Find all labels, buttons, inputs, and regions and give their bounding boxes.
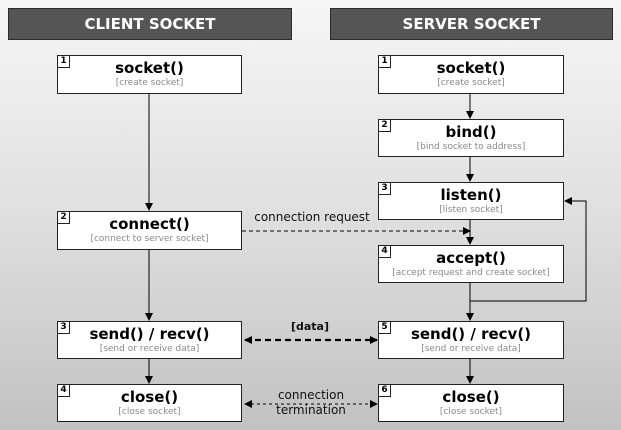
- step-number: 4: [57, 384, 70, 397]
- function-description: [bind socket to address]: [416, 142, 526, 152]
- function-name: accept(): [436, 249, 506, 267]
- function-description: [send or receive data]: [99, 344, 200, 354]
- function-description: [accept request and create socket]: [392, 268, 550, 278]
- client-socket-header: CLIENT SOCKET: [8, 8, 292, 40]
- step-number: 2: [378, 119, 391, 132]
- server-socket-header: SERVER SOCKET: [330, 8, 613, 40]
- termination-label-line1: connection: [277, 388, 345, 402]
- function-description: [listen socket]: [439, 205, 503, 215]
- function-description: [close socket]: [118, 407, 181, 417]
- step-number: 5: [378, 321, 391, 334]
- client-socket-box: 1 socket() [create socket]: [57, 55, 242, 94]
- function-name: close(): [120, 388, 179, 406]
- server-socket-box: 1 socket() [create socket]: [378, 55, 564, 94]
- function-description: [create socket]: [437, 78, 505, 88]
- server-send-recv-box: 5 send() / recv() [send or receive data]: [378, 321, 564, 359]
- function-description: [close socket]: [439, 407, 503, 417]
- client-connect-box: 2 connect() [connect to server socket]: [57, 211, 242, 250]
- client-send-recv-box: 3 send() / recv() [send or receive data]: [57, 321, 242, 359]
- step-number: 2: [57, 211, 70, 224]
- function-name: connect(): [109, 215, 190, 233]
- step-number: 1: [57, 55, 70, 68]
- function-description: [create socket]: [115, 78, 184, 88]
- function-description: [send or receive data]: [421, 344, 521, 354]
- step-number: 3: [57, 321, 70, 334]
- function-name: bind(): [445, 123, 497, 141]
- server-listen-box: 3 listen() [listen socket]: [378, 182, 564, 220]
- data-label: [data]: [290, 320, 330, 333]
- step-number: 1: [378, 55, 391, 68]
- function-name: send() / recv(): [410, 325, 532, 343]
- function-name: socket(): [436, 59, 506, 77]
- function-description: [connect to server socket]: [90, 234, 209, 244]
- server-bind-box: 2 bind() [bind socket to address]: [378, 119, 564, 157]
- function-name: listen(): [440, 186, 502, 204]
- function-name: close(): [442, 388, 500, 406]
- function-name: send() / recv(): [89, 325, 210, 343]
- client-close-box: 4 close() [close socket]: [57, 384, 242, 422]
- connection-request-label: connection request: [254, 210, 370, 224]
- step-number: 4: [378, 245, 391, 258]
- step-number: 3: [378, 182, 391, 195]
- server-close-box: 6 close() [close socket]: [378, 384, 564, 422]
- server-accept-box: 4 accept() [accept request and create so…: [378, 245, 564, 283]
- function-name: socket(): [115, 59, 184, 77]
- server-loop-back-arrow: [470, 197, 587, 302]
- termination-label-line2: termination: [276, 403, 346, 417]
- step-number: 6: [378, 384, 391, 397]
